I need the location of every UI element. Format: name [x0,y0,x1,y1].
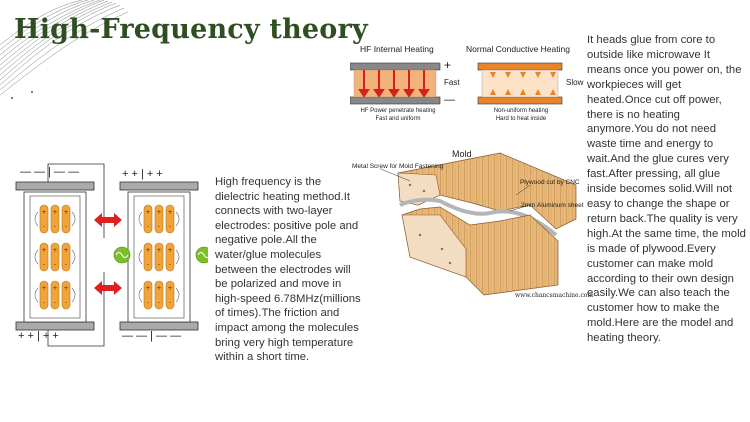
fast-label: Fast [444,78,460,87]
normal-caption-line-2: Hard to heat inside [495,115,547,122]
hf-heating-title: HF Internal Heating [360,44,434,54]
aluminum-label: 2mm Aluminum sheet [521,202,584,209]
page-title: High-Frequency theory [14,14,368,45]
plus-sign: + [444,58,452,72]
normal-caption-line-1: Non-uniform heating [493,108,549,114]
screw-label: Metal Screw for Mold Fastening [352,163,444,170]
polarity-arrow-icon [94,213,122,295]
electrode-top-right-label: + + | + + [122,168,163,180]
normal-heating-title: Normal Conductive Heating [466,44,570,54]
hf-description: High frequency is the dielectric heating… [215,176,361,364]
decorative-swirl-icon [0,0,129,99]
watermark: www.chancsmachine.com [515,292,594,299]
mold-figure [380,152,577,296]
hf-caption: HF Power penetrate heating Fast and unif… [350,108,446,123]
minus-sign: — [444,94,455,106]
electrode-bottom-left-label: + + | + + [18,330,59,342]
hf-caption-line-2: Fast and uniform [375,115,421,122]
mold-title: Mold [452,149,472,159]
plywood-label: Plywood cut by CNC [520,179,580,186]
normal-caption: Non-uniform heating Hard to heat inside [478,108,564,123]
electrode-bottom-right-label: — — | — — [122,330,182,342]
slow-label: Slow [566,78,584,87]
process-description: It heads glue from core to outside like … [587,34,746,345]
electrode-top-left-label: — — | — — [20,166,80,178]
hf-caption-line-1: HF Power penetrate heating [360,108,436,114]
heating-comparison-figure [350,62,563,105]
electrode-diagram: + - [15,163,208,347]
